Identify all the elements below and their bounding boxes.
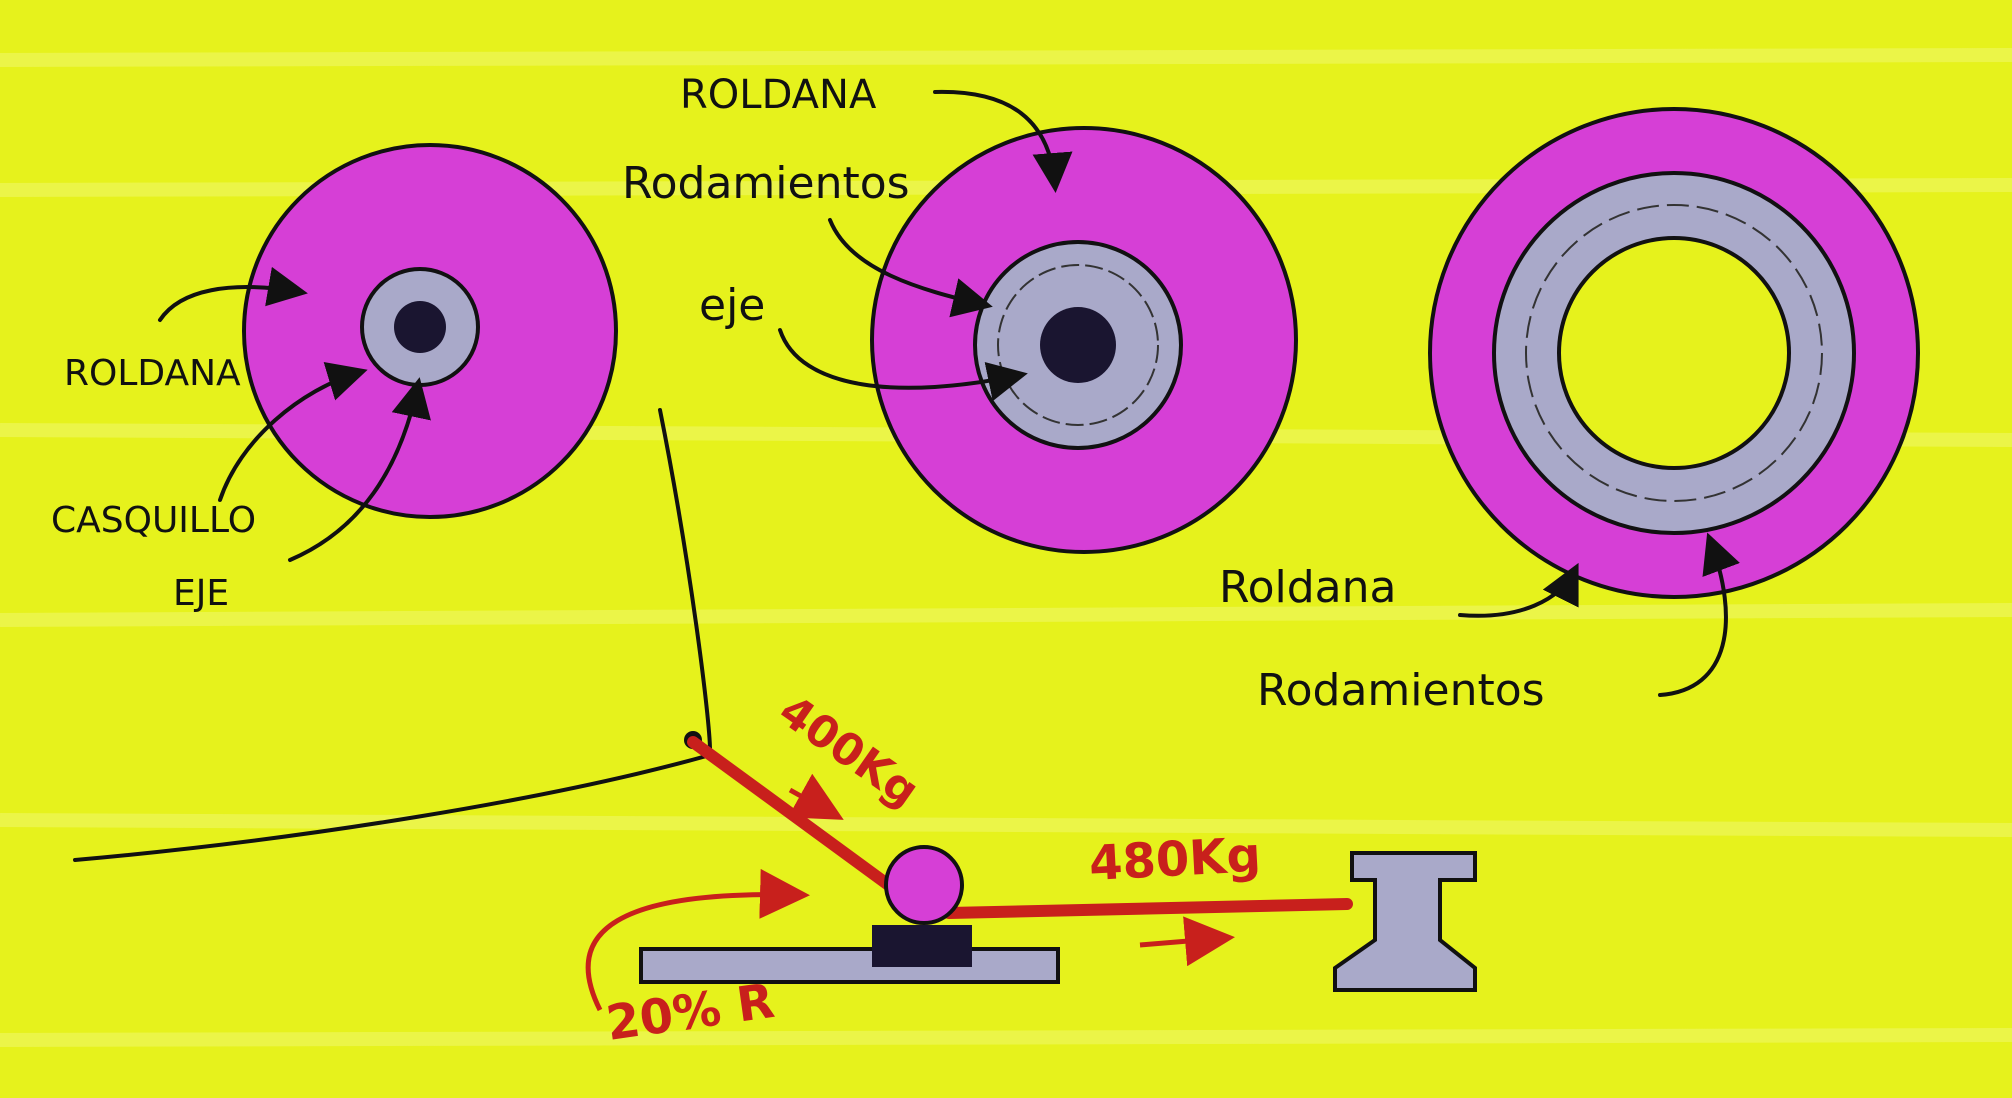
label-rodamientos: Rodamientos [622,158,910,209]
pulley-with-bushing: ROLDANA CASQUILLO EJE [51,143,618,614]
label-roldana: ROLDANA [680,72,877,118]
arrow-eje [288,377,431,562]
arrow-load-in [787,773,844,820]
track-plate [639,947,1060,984]
pulley-car [872,925,972,967]
pulley-with-small-bearing: ROLDANA Rodamientos eje [622,72,1298,554]
label-casquillo: CASQUILLO [51,500,256,541]
rope-outgoing [943,898,1353,919]
force-sketch: 400Kg 480Kg 20% R [73,408,1477,1052]
mast-line [658,408,712,752]
label-roldana: Roldana [1219,562,1396,613]
arrow-rodamientos [828,218,993,318]
arrow-casquillo [218,362,368,502]
arrow-friction [585,868,810,1012]
arrow-rodamientos [1658,532,1740,697]
arrow-roldana [158,266,308,322]
label-roldana: ROLDANA [64,353,241,394]
winch-bollard [1333,851,1477,992]
small-pulley [884,845,964,925]
arrow-roldana [1458,562,1579,618]
arrow-load-out [1139,916,1235,967]
pulley-with-large-bearing: Roldana Rodamientos [1219,107,1920,716]
deck-line [73,753,712,862]
label-eje: EJE [173,573,229,614]
eje-axle [1040,307,1116,383]
label-load-out: 480Kg [1088,827,1262,892]
label-rodamientos: Rodamientos [1257,665,1545,716]
eje-axle [394,301,446,353]
bore-hole [1557,236,1791,470]
arrow-roldana [933,89,1073,193]
label-eje: eje [699,280,765,331]
arrow-eje [778,328,1028,402]
